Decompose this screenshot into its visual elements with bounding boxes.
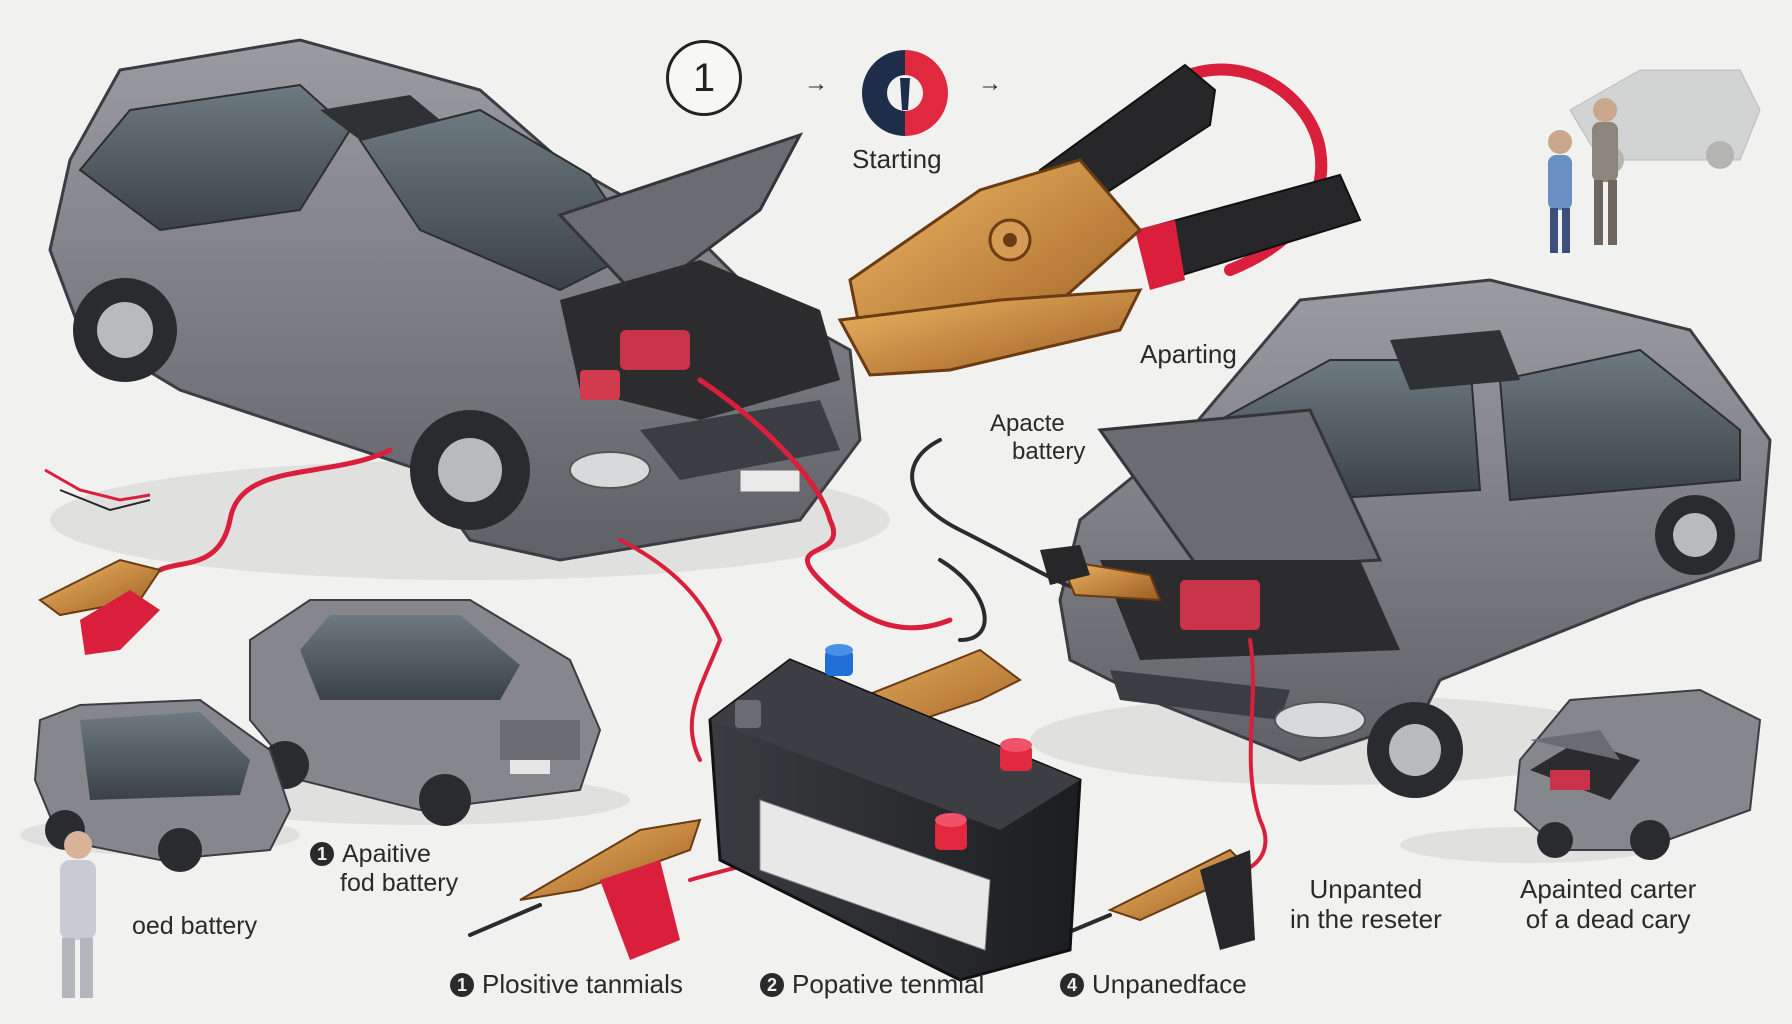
large-suv-right (1058, 278, 1772, 798)
step-item-2-number: 2 (760, 973, 784, 997)
arrow-left-icon: → (804, 70, 828, 97)
small-car-left (33, 698, 292, 872)
unpanted-line-1: Unpanted (1309, 874, 1423, 904)
starting-icon (862, 50, 948, 136)
apacte-battery-label: Apacte battery (990, 410, 1085, 465)
apaitive-badge: 1 (310, 842, 334, 866)
unpanted-label: Unpanted in the reseter (1290, 874, 1442, 935)
person-bottom-left (60, 831, 96, 998)
step-item-3-text: Unpanedface (1092, 969, 1247, 999)
apainted-line-1: Apainted carter (1520, 874, 1697, 904)
step-item-3-number: 4 (1060, 973, 1084, 997)
step-number: 1 (692, 56, 716, 100)
large-suv-left (48, 38, 862, 562)
oed-battery-label: oed battery (132, 912, 258, 940)
large-clamp (837, 63, 1362, 377)
step-number-circle: 1 (666, 40, 742, 116)
step-item-1-text: Plositive tanmials (482, 969, 683, 999)
step-item-1-number: 1 (450, 973, 474, 997)
apaitive-line-2: fod battery (340, 868, 459, 897)
small-car-right-hood-open (1513, 688, 1762, 860)
step-item-3: 4 Unpanedface (1060, 969, 1247, 1000)
spark-decoration (44, 468, 151, 512)
battery-terminal-blue (825, 644, 853, 676)
aparting-label: Aparting (1140, 339, 1237, 369)
clamp-left (38, 558, 162, 655)
apaitive-label: 1 Apaitive fod battery (310, 840, 458, 898)
car-battery (708, 644, 1082, 982)
battery-terminal-red-front (935, 813, 967, 850)
people-top-right (1548, 98, 1618, 253)
small-car-center (249, 599, 602, 826)
clamp-right-engine (1040, 545, 1162, 602)
apainted-carter-label: Apainted carter of a dead cary (1520, 874, 1697, 935)
starting-label: Starting (852, 144, 942, 174)
apainted-line-2: of a dead cary (1525, 903, 1691, 934)
apacte-line-2: battery (1012, 437, 1086, 465)
apaitive-text: Apaitive (342, 840, 431, 868)
clamp-bottom-center (519, 818, 702, 960)
battery-terminal-red-top (1000, 738, 1032, 771)
step-item-2: 2 Popative tenmial (760, 969, 985, 1000)
apacte-line-1: Apacte (990, 410, 1065, 437)
clamp-bottom-right (1107, 848, 1255, 950)
arrow-right-icon: → (978, 70, 1002, 97)
unpanted-line-2: in the reseter (1290, 903, 1442, 934)
step-item-1: 1 Plositive tanmials (450, 969, 683, 1000)
apaitive-line-1: 1 Apaitive (310, 840, 458, 869)
step-item-2-text: Popative tenmial (792, 969, 985, 999)
